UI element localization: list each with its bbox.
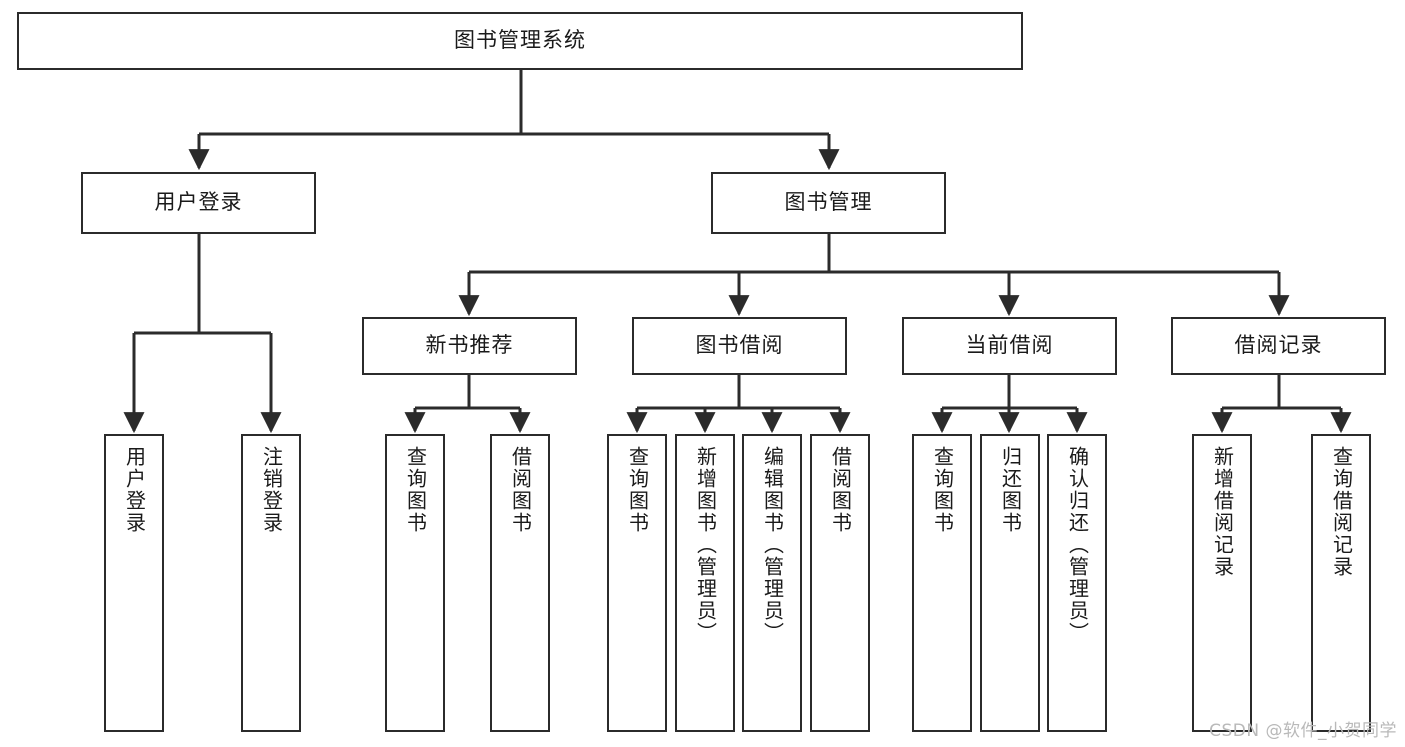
- node-user-login[interactable]: 用户登录: [81, 172, 316, 234]
- leaf-borrow-record-add[interactable]: 新增借阅记录: [1192, 434, 1252, 732]
- leaf-new-book-borrow[interactable]: 借阅图书: [490, 434, 550, 732]
- node-label: 借阅图书: [828, 446, 853, 534]
- node-label: 新增借阅记录: [1210, 446, 1235, 578]
- node-label: 查询图书: [403, 446, 428, 534]
- leaf-borrow-book-borrow[interactable]: 借阅图书: [810, 434, 870, 732]
- leaf-user-login-signin[interactable]: 用户登录: [104, 434, 164, 732]
- node-label: 图书管理系统: [454, 28, 586, 53]
- node-borrow-record[interactable]: 借阅记录: [1171, 317, 1386, 375]
- leaf-new-book-query[interactable]: 查询图书: [385, 434, 445, 732]
- node-label: 注销登录: [259, 446, 284, 534]
- leaf-current-borrow-return[interactable]: 归还图书: [980, 434, 1040, 732]
- node-label: 确认归还（管理员）: [1065, 446, 1090, 644]
- node-label: 新增图书（管理员）: [693, 446, 718, 644]
- leaf-current-borrow-confirm-return[interactable]: 确认归还（管理员）: [1047, 434, 1107, 732]
- node-label: 归还图书: [998, 446, 1023, 534]
- node-label: 查询图书: [625, 446, 650, 534]
- node-book-management[interactable]: 图书管理: [711, 172, 946, 234]
- node-book-borrow[interactable]: 图书借阅: [632, 317, 847, 375]
- leaf-borrow-record-query[interactable]: 查询借阅记录: [1311, 434, 1371, 732]
- leaf-borrow-book-add[interactable]: 新增图书（管理员）: [675, 434, 735, 732]
- node-label: 编辑图书（管理员）: [760, 446, 785, 644]
- node-root-book-management-system[interactable]: 图书管理系统: [17, 12, 1023, 70]
- leaf-current-borrow-query[interactable]: 查询图书: [912, 434, 972, 732]
- node-new-book-recommend[interactable]: 新书推荐: [362, 317, 577, 375]
- csdn-watermark: CSDN @软件_小贺同学: [1209, 721, 1397, 741]
- node-label: 图书管理: [784, 190, 873, 215]
- node-label: 用户登录: [154, 190, 243, 215]
- node-current-borrow[interactable]: 当前借阅: [902, 317, 1117, 375]
- leaf-user-login-logout[interactable]: 注销登录: [241, 434, 301, 732]
- leaf-borrow-book-edit[interactable]: 编辑图书（管理员）: [742, 434, 802, 732]
- node-label: 当前借阅: [965, 333, 1054, 358]
- node-label: 查询借阅记录: [1329, 446, 1354, 578]
- leaf-borrow-book-query[interactable]: 查询图书: [607, 434, 667, 732]
- node-label: 借阅记录: [1234, 333, 1323, 358]
- node-label: 图书借阅: [695, 333, 784, 358]
- node-label: 查询图书: [930, 446, 955, 534]
- node-label: 新书推荐: [425, 333, 514, 358]
- node-label: 借阅图书: [508, 446, 533, 534]
- node-label: 用户登录: [122, 446, 147, 534]
